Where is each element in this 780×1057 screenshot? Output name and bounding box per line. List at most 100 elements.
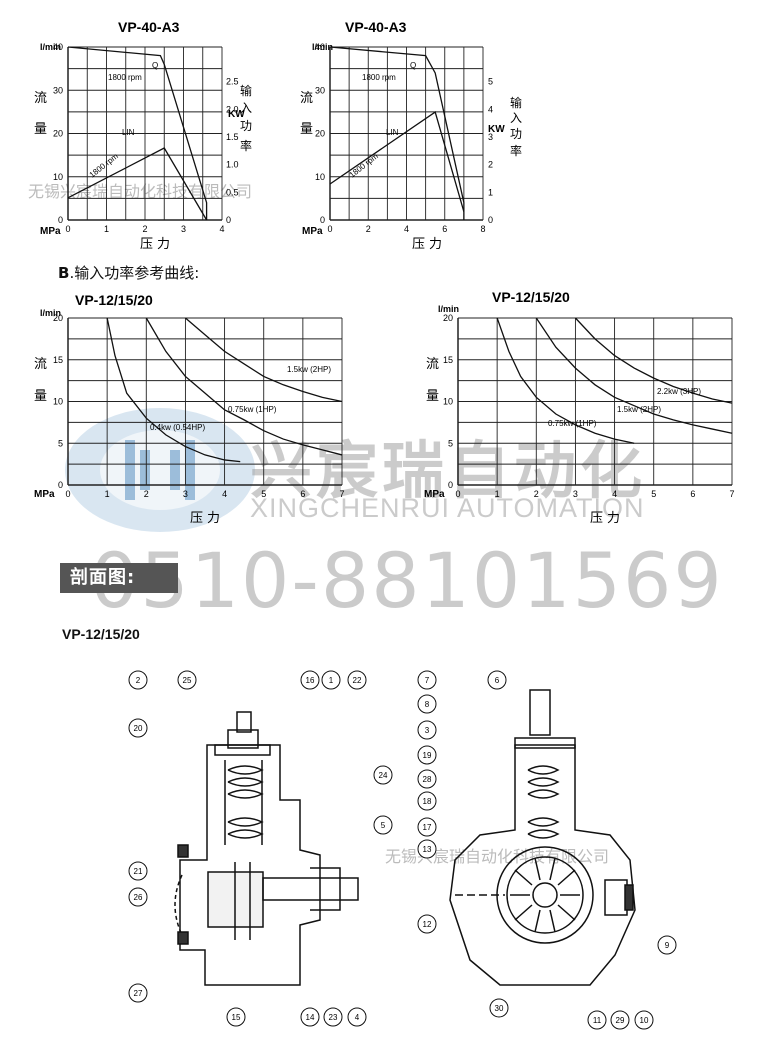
y-axis-label-char: 流 bbox=[34, 90, 47, 105]
chart-title: VP-12/15/20 bbox=[492, 289, 570, 305]
y-unit-label: l/min bbox=[40, 42, 61, 52]
chart-annotation: 1800 rpm bbox=[108, 73, 142, 82]
part-callout-left-number: 14 bbox=[306, 1013, 315, 1022]
part-callout-left-number: 5 bbox=[381, 821, 386, 830]
part-callout-left-circle bbox=[373, 815, 393, 835]
part-callout-right-number: 10 bbox=[640, 1016, 649, 1025]
section-b-heading: B.输入功率参考曲线: bbox=[58, 262, 199, 283]
part-callout-left-circle bbox=[177, 670, 197, 690]
part-callout-left-circle bbox=[128, 861, 148, 881]
y-tick-label: 20 bbox=[443, 313, 453, 323]
y-tick-label: 40 bbox=[315, 42, 325, 52]
part-callout-left-circle bbox=[323, 1007, 343, 1027]
part-callout-left-number: 21 bbox=[134, 867, 143, 876]
x-tick-label: 4 bbox=[612, 489, 617, 499]
y-tick-label: 10 bbox=[315, 172, 325, 182]
part-callout-right-circle bbox=[634, 1010, 654, 1030]
y2-tick-label: 1.0 bbox=[226, 160, 239, 170]
watermark-company-cn: 兴宸瑞自动化 bbox=[250, 434, 647, 507]
part-callout-right-circle bbox=[610, 1010, 630, 1030]
y-tick-label: 5 bbox=[58, 438, 63, 448]
chart-annotation: 0.75kw (1HP) bbox=[548, 419, 597, 428]
y-tick-label: 20 bbox=[315, 129, 325, 139]
x-tick-label: 4 bbox=[219, 224, 224, 234]
y-axis-label-char: 流 bbox=[300, 90, 313, 105]
chart-annotation: 1.5kw (2HP) bbox=[287, 365, 331, 374]
chart-annotation: 0.4kw (0.54HP) bbox=[150, 423, 205, 432]
part-callout-right-number: 13 bbox=[423, 845, 432, 854]
y-axis-label-char: 流 bbox=[34, 356, 47, 371]
part-callout-right-number: 8 bbox=[425, 700, 430, 709]
x-unit-label: MPa bbox=[34, 489, 55, 500]
part-callout-right-number: 29 bbox=[616, 1016, 625, 1025]
x-tick-label: 6 bbox=[442, 224, 447, 234]
x-tick-label: 1 bbox=[495, 489, 500, 499]
y-tick-label: 40 bbox=[53, 42, 63, 52]
part-callout-right-circle bbox=[417, 791, 437, 811]
part-callout-left-number: 2 bbox=[136, 676, 141, 685]
x-axis-label: 压力 bbox=[412, 236, 446, 251]
series-line bbox=[106, 317, 241, 463]
x-tick-label: 3 bbox=[573, 489, 578, 499]
x-unit-label: MPa bbox=[40, 226, 61, 237]
y-tick-label: 0 bbox=[448, 480, 453, 490]
part-callout-right-number: 12 bbox=[423, 920, 432, 929]
x-unit-label: MPa bbox=[424, 489, 445, 500]
y-tick-label: 30 bbox=[315, 85, 325, 95]
chart-title: VP-40-A3 bbox=[118, 19, 180, 35]
chart-title: VP-40-A3 bbox=[345, 19, 407, 35]
x-tick-label: 5 bbox=[651, 489, 656, 499]
part-callout-right-number: 30 bbox=[495, 1004, 504, 1013]
part-callout-right-number: 17 bbox=[423, 823, 432, 832]
x-tick-label: 2 bbox=[366, 224, 371, 234]
x-axis-label: 压力 bbox=[590, 510, 624, 525]
y2-axis-label-char: 入 bbox=[240, 101, 252, 115]
x-tick-label: 1 bbox=[104, 224, 109, 234]
part-callout-left-circle bbox=[128, 670, 148, 690]
section-b-letter: B bbox=[58, 264, 70, 282]
series-line bbox=[145, 317, 343, 456]
part-callout-left-circle bbox=[347, 1007, 367, 1027]
y2-tick-label: 1.5 bbox=[226, 132, 239, 142]
x-tick-label: 4 bbox=[404, 224, 409, 234]
chart-annotation: 1.5kw (2HP) bbox=[617, 405, 661, 414]
part-callout-left-number: 16 bbox=[306, 676, 315, 685]
y-tick-label: 0 bbox=[58, 215, 63, 225]
part-callout-right-circle bbox=[417, 670, 437, 690]
part-callout-right-circle bbox=[417, 720, 437, 740]
watermark-small-top: 无锡兴宸瑞自动化科技有限公司 bbox=[28, 182, 253, 201]
part-callout-left-number: 1 bbox=[329, 676, 334, 685]
part-callout-left-circle bbox=[373, 765, 393, 785]
x-axis-label: 压力 bbox=[190, 510, 224, 525]
y-tick-label: 15 bbox=[443, 355, 453, 365]
part-callout-left-number: 4 bbox=[355, 1013, 360, 1022]
series-line bbox=[329, 111, 465, 212]
part-callout-right-circle bbox=[417, 769, 437, 789]
part-callout-left-number: 22 bbox=[353, 676, 362, 685]
x-tick-label: 5 bbox=[261, 489, 266, 499]
x-tick-label: 8 bbox=[480, 224, 485, 234]
part-callout-right-number: 6 bbox=[495, 676, 500, 685]
y2-axis-label-char: 功 bbox=[510, 127, 522, 141]
cross-section-left-drawing bbox=[174, 711, 359, 986]
part-callout-right-number: 9 bbox=[665, 941, 670, 950]
y-tick-label: 10 bbox=[53, 172, 63, 182]
y2-tick-label: 3 bbox=[488, 132, 493, 142]
part-callout-right-circle bbox=[417, 694, 437, 714]
part-callout-right-circle bbox=[489, 998, 509, 1018]
chart-annotation: 1800 rpm bbox=[362, 73, 396, 82]
series-line bbox=[185, 317, 343, 403]
part-callout-left-circle bbox=[300, 1007, 320, 1027]
cross-section-right-drawing bbox=[449, 689, 636, 986]
series-line bbox=[67, 147, 208, 221]
x-tick-label: 7 bbox=[729, 489, 734, 499]
y2-tick-label: 0.5 bbox=[226, 187, 239, 197]
y2-axis-label-char: 率 bbox=[510, 143, 522, 158]
x-axis-label: 压力 bbox=[140, 236, 174, 251]
series-line bbox=[574, 317, 733, 404]
part-callout-left-number: 24 bbox=[379, 771, 388, 780]
series-line bbox=[67, 46, 208, 220]
x-tick-label: 7 bbox=[339, 489, 344, 499]
part-callout-left-circle bbox=[300, 670, 320, 690]
